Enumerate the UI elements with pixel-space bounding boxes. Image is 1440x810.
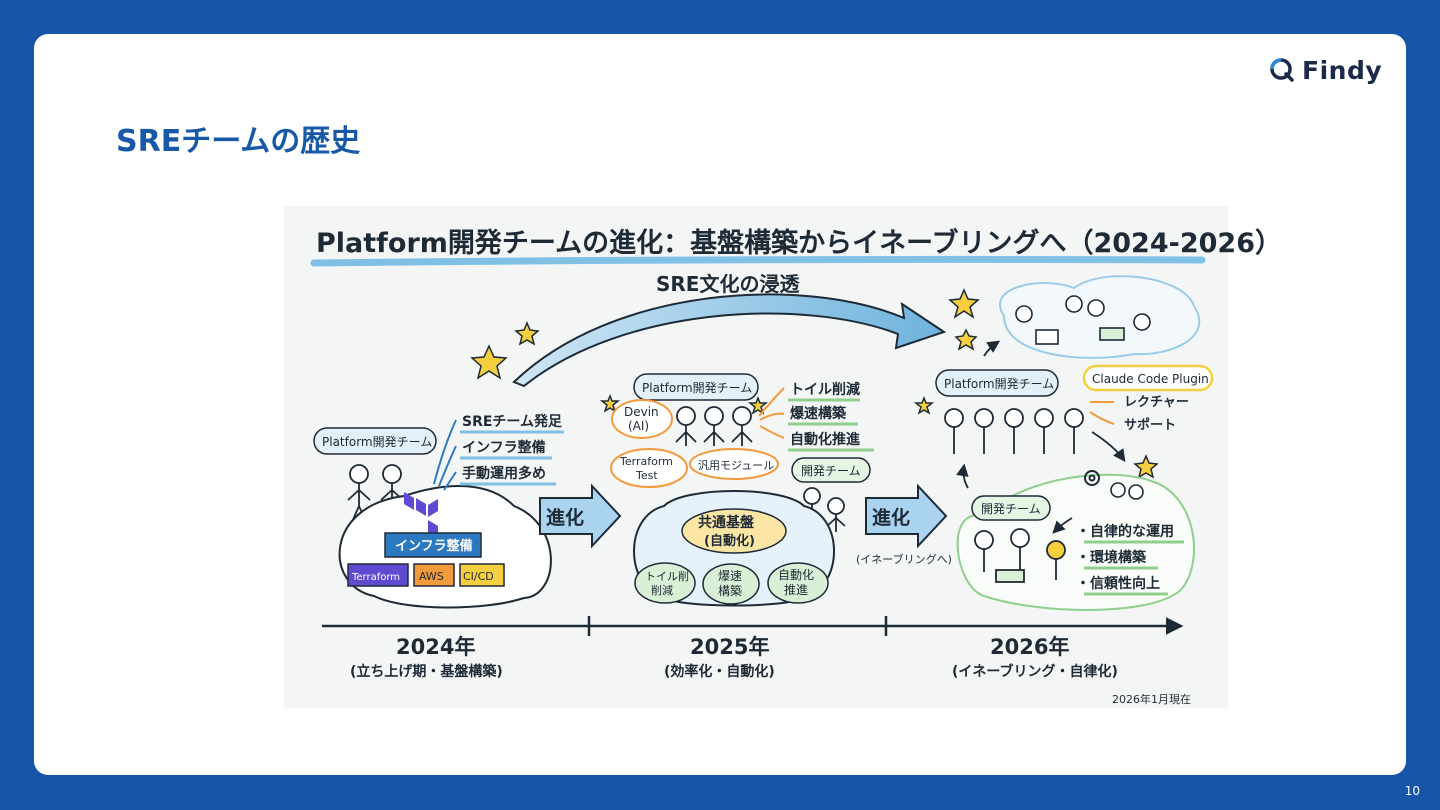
person-icon xyxy=(944,408,1084,454)
year-2024: 2024年 xyxy=(396,635,475,659)
terraform-test-line1: Terraform xyxy=(619,455,673,468)
devin-bubble xyxy=(611,399,673,439)
bullet-2026-1: ・環境構築 xyxy=(1076,549,1147,566)
tool-cicd xyxy=(459,563,505,587)
illustration-title: Platform開発チームの進化：基盤構築からイネーブリングへ（2024-202… xyxy=(316,227,1282,259)
team-bubble-2026 xyxy=(935,369,1059,397)
bullet-links-2024 xyxy=(433,419,457,491)
culture-arrow-label: SRE文化の浸透 xyxy=(656,272,800,296)
tool-aws-label: AWS xyxy=(419,570,444,583)
dev-team-2025-label: 開発チーム xyxy=(801,464,861,478)
star-icon xyxy=(470,288,1159,479)
person-icon xyxy=(1110,482,1144,500)
year-2026: 2026年 xyxy=(990,635,1069,659)
bullet-2026-2: ・信頼性向上 xyxy=(1076,575,1160,592)
tool-terraform-label: Terraform xyxy=(351,572,400,583)
person-icon xyxy=(1015,295,1151,345)
bullet-2024-1: インフラ整備 xyxy=(462,439,546,456)
findy-logo: Findy xyxy=(1268,54,1382,86)
pillar-automation xyxy=(767,562,829,604)
pillar-fast-line1: 爆速 xyxy=(718,569,742,583)
findy-logo-icon xyxy=(1270,58,1294,82)
bullet-links-2025 xyxy=(758,387,785,439)
terraform-test-line2: Test xyxy=(635,469,658,482)
evolve-arrow-2 xyxy=(865,483,948,549)
team-bubble-2025 xyxy=(633,373,759,401)
claude-item-0: レクチャー xyxy=(1124,395,1189,410)
pillar-fast-line2: 構築 xyxy=(718,583,742,598)
claude-code-plugin-label: Claude Code Plugin xyxy=(1092,372,1209,386)
gear-icon xyxy=(1084,470,1100,486)
evolve-label-2: 進化 xyxy=(872,506,910,529)
claude-links xyxy=(1089,401,1115,425)
evolve-label-1: 進化 xyxy=(546,506,584,529)
evolve-arrow-1 xyxy=(539,483,622,549)
phase-2024: (立ち上げ期・基盤構築) xyxy=(350,663,503,680)
devin-label-line1: Devin xyxy=(624,405,659,419)
core-label-line1: 共通基盤 xyxy=(698,514,755,531)
devin-label-line2: (AI) xyxy=(628,419,649,433)
title-underline xyxy=(310,255,1206,267)
person-icon xyxy=(974,528,1066,583)
dev-team-2026-label: 開発チーム xyxy=(981,502,1041,516)
pillar-auto-line2: 推進 xyxy=(784,583,808,597)
platform-evolution-illustration: Platform開発チームの進化：基盤構築からイネーブリングへ（2024-202… xyxy=(284,206,1282,708)
infra-label: インフラ整備 xyxy=(395,538,473,554)
claude-item-1: サポート xyxy=(1124,417,1176,433)
team-bubble-2025-label: Platform開発チーム xyxy=(642,381,752,395)
pillar-toil xyxy=(634,562,696,604)
bullet-2025-1: 爆速構築 xyxy=(790,405,847,422)
bullet-2024-0: SREチーム発足 xyxy=(462,413,563,430)
infra-label-box xyxy=(384,532,482,558)
team-bubble-2024-label: Platform開発チーム xyxy=(322,435,432,449)
cycle-arrows xyxy=(956,340,1126,534)
bullet-2025-0: トイル削減 xyxy=(790,381,860,398)
bullet-2025-2: 自動化推進 xyxy=(790,431,860,448)
page-number: 10 xyxy=(1404,784,1420,798)
terraform-test-bubble xyxy=(610,448,688,488)
claude-code-plugin-bubble xyxy=(1082,364,1214,392)
core-platform-bubble xyxy=(681,508,787,554)
tool-cicd-label: CI/CD xyxy=(463,570,494,583)
team-bubble-2024 xyxy=(313,427,437,455)
pillar-toil-line1: トイル削 xyxy=(645,569,689,583)
phase-2025: (効率化・自動化) xyxy=(664,663,775,680)
module-label: 汎用モジュール xyxy=(698,458,774,472)
team-bubble-2026-label: Platform開発チーム xyxy=(944,377,1054,391)
tool-aws xyxy=(413,563,455,587)
dev-team-bubble-2026 xyxy=(971,495,1051,521)
module-bubble xyxy=(689,448,779,480)
pillar-auto-line1: 自動化 xyxy=(778,568,814,582)
culture-arrow xyxy=(512,293,947,388)
pillar-toil-line2: 削減 xyxy=(651,583,673,597)
bullet-2026-0: ・自律的な運用 xyxy=(1076,523,1174,540)
bullet-2024-2: 手動運用多め xyxy=(462,465,546,482)
person-icon xyxy=(675,406,753,446)
illustration-canvas: Platform開発チームの進化：基盤構築からイネーブリングへ（2024-202… xyxy=(310,227,1282,706)
phase-2026: (イネーブリング・自律化) xyxy=(952,663,1118,680)
tool-terraform xyxy=(347,563,409,587)
page-title: SREチームの歴史 xyxy=(116,124,361,159)
as-of-note: 2026年1月現在 xyxy=(1112,692,1191,706)
pillar-fast-build xyxy=(702,563,760,605)
enabling-note: (イネーブリングへ) xyxy=(856,552,952,566)
person-icon xyxy=(347,464,404,523)
findy-logo-text: Findy xyxy=(1302,55,1383,85)
year-2025: 2025年 xyxy=(690,635,769,659)
dev-team-bubble-2025 xyxy=(791,457,871,483)
core-label-line2: (自動化) xyxy=(704,533,755,549)
